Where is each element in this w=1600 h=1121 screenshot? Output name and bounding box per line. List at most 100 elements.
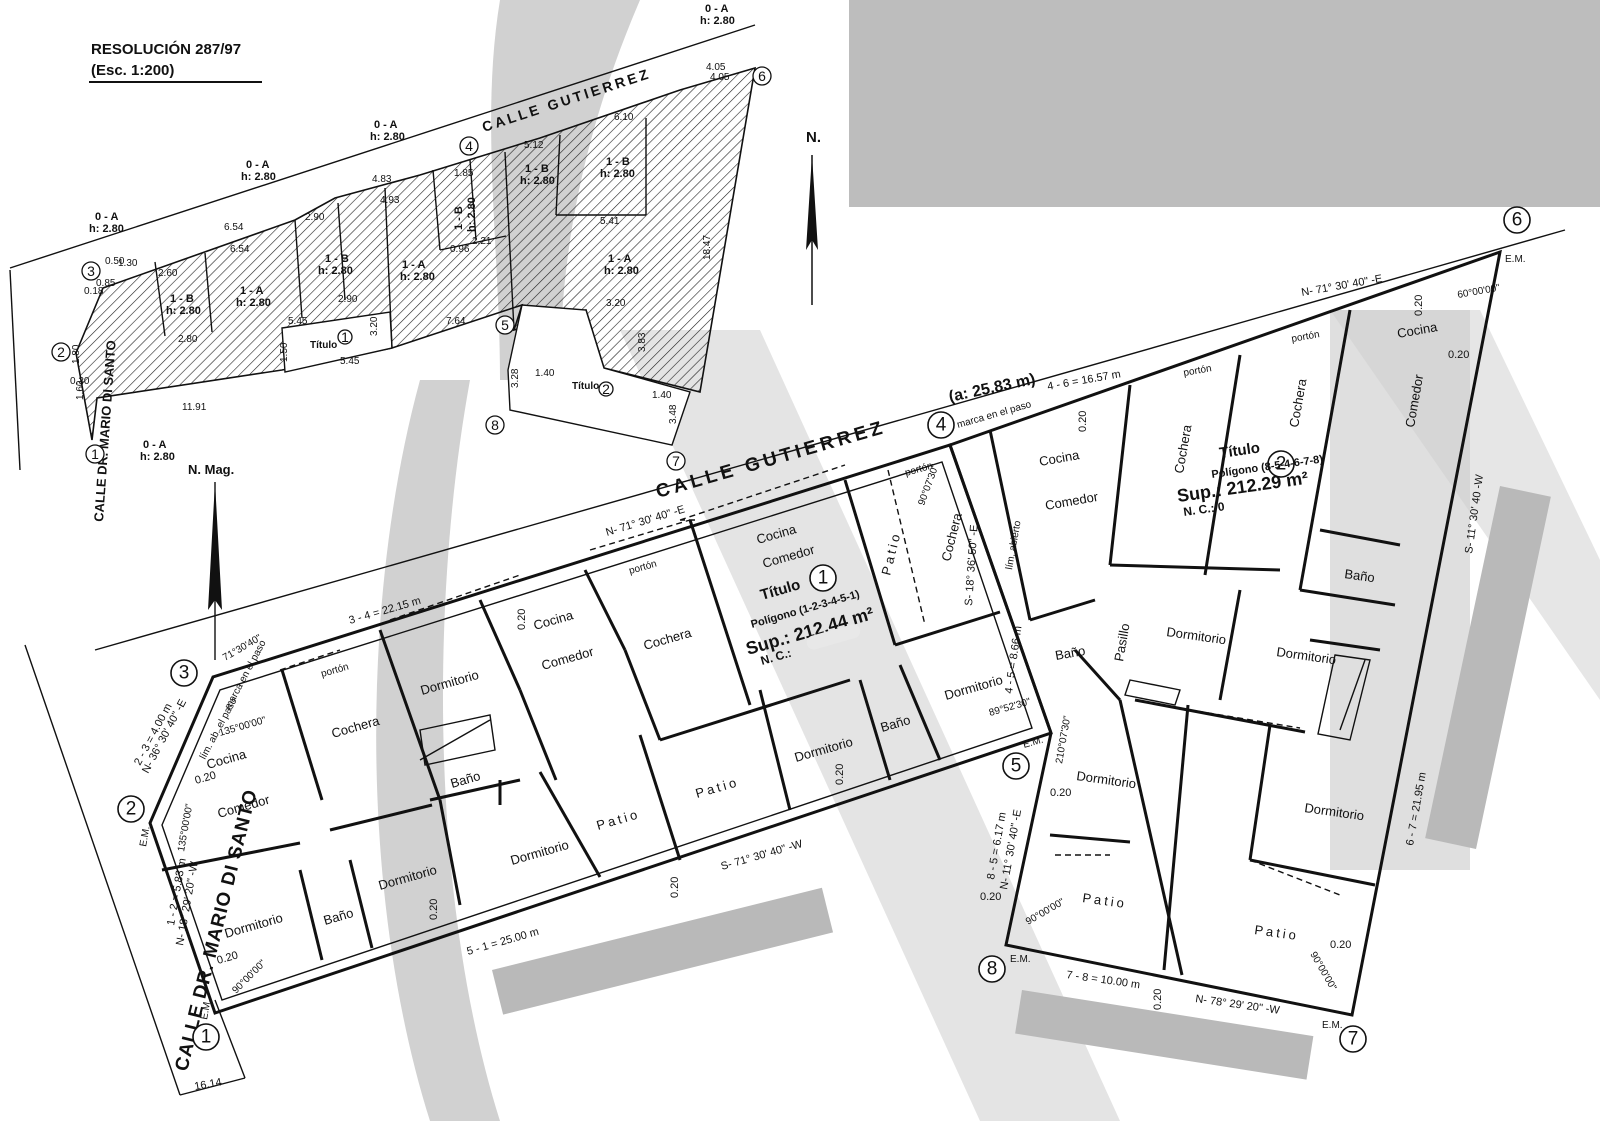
p2-room-patio-a: Patio <box>1082 890 1128 911</box>
svg-text:N. Mag.: N. Mag. <box>188 462 234 477</box>
marker-7: 7 <box>1339 1025 1367 1053</box>
p1-room-dormitorio-f: Dormitorio <box>943 672 1005 703</box>
scale-label: (Esc. 1:200) <box>91 62 174 79</box>
p1-room-patio-b: Patio <box>694 774 741 801</box>
svg-text:0.50: 0.50 <box>105 256 125 267</box>
svg-text:5.41: 5.41 <box>600 216 620 227</box>
p2-room-cocina-2: Cocina <box>1396 319 1439 341</box>
small-plan: CALLE GUTIERREZ CALLE DR. MARIO DI SANTO… <box>9 3 772 522</box>
p1-bearing-s7130: S- 71° 30' 40" -W <box>720 838 805 873</box>
svg-text:5.12: 5.12 <box>524 140 544 151</box>
svg-text:N.: N. <box>806 129 821 146</box>
north-arrow-icon: N. <box>806 129 821 305</box>
p1-dim-45: 4 - 5 = 8.66 m <box>1003 625 1024 694</box>
svg-text:2.80: 2.80 <box>178 334 198 345</box>
svg-text:2: 2 <box>1276 454 1287 475</box>
p2-room-cochera-b: Cochera <box>1286 377 1309 429</box>
redaction-bar-2 <box>1015 990 1314 1080</box>
small-marker-3: 3 <box>81 261 101 281</box>
svg-text:6: 6 <box>1512 210 1523 231</box>
oa-height-4: h: 2.80 <box>700 15 735 27</box>
svg-text:E.M.: E.M. <box>1322 1020 1343 1031</box>
marker-5: 5 <box>1002 752 1030 780</box>
svg-text:18.47: 18.47 <box>702 235 713 260</box>
p2-room-bano: Baño <box>1054 643 1087 663</box>
p1-bearing-n7130: N- 71° 30' 40" -E <box>604 503 686 538</box>
svg-text:1: 1 <box>341 329 349 345</box>
vol-label-2: 1 - A <box>240 285 263 297</box>
vol-label-6: 1 - B <box>525 163 549 175</box>
oa-label-4: 0 - A <box>705 3 728 15</box>
svg-text:1.40: 1.40 <box>535 368 555 379</box>
vol-height-5: h: 2.80 <box>466 197 478 232</box>
redaction-bar-1 <box>492 887 834 1015</box>
oa-height-5: h: 2.80 <box>140 451 175 463</box>
marker-3: 3 <box>170 659 198 687</box>
svg-text:6: 6 <box>758 68 766 84</box>
svg-text:6.10: 6.10 <box>614 112 634 123</box>
redaction-box-top-right <box>849 0 1600 207</box>
street-width: 16.14 <box>193 1076 222 1093</box>
titulo-2-block: Título 2 Polígono (8-5-4-6-7-8) Sup.: 21… <box>1176 439 1324 519</box>
p2-room-patio-b: Patio <box>1254 922 1300 943</box>
svg-text:7.64: 7.64 <box>446 316 466 327</box>
oa-label-2: 0 - A <box>246 159 269 171</box>
small-titulo-1: Título <box>310 340 337 351</box>
svg-text:0.20: 0.20 <box>516 609 528 630</box>
svg-text:90°00'00": 90°00'00" <box>1307 950 1338 993</box>
small-marker-8: 8 <box>485 415 505 435</box>
svg-text:1: 1 <box>91 446 99 462</box>
svg-text:0.20: 0.20 <box>1413 295 1425 316</box>
svg-text:portón: portón <box>320 661 350 679</box>
small-marker-6: 6 <box>752 66 772 86</box>
redaction-bar-3 <box>1425 486 1551 849</box>
svg-text:3: 3 <box>179 663 190 684</box>
small-marker-4: 4 <box>459 136 479 156</box>
svg-text:8: 8 <box>491 417 499 433</box>
small-marker-1: 1 <box>85 444 105 464</box>
svg-text:3.48: 3.48 <box>668 404 679 424</box>
svg-text:5: 5 <box>501 317 509 333</box>
small-titulo-2: Título <box>572 381 599 392</box>
p2-room-dormitorio-c: Dormitorio <box>1276 644 1337 667</box>
p2-dim-78: 7 - 8 = 10.00 m <box>1066 969 1141 991</box>
svg-text:E.M.: E.M. <box>199 998 213 1020</box>
svg-text:0.20: 0.20 <box>1448 349 1469 361</box>
svg-text:0.18: 0.18 <box>84 286 104 297</box>
p1-room-bano-a: Baño <box>322 905 355 928</box>
oa-height-1: h: 2.80 <box>89 223 124 235</box>
svg-text:2: 2 <box>126 799 137 820</box>
vol-label-3: 1 - B <box>325 253 349 265</box>
svg-text:0.20: 0.20 <box>1152 989 1164 1010</box>
small-marker-5: 5 <box>495 315 515 335</box>
svg-text:0.30: 0.30 <box>70 376 90 387</box>
vol-label-1: 1 - B <box>170 293 194 305</box>
vol-height-2: h: 2.80 <box>236 297 271 309</box>
vol-height-4: h: 2.80 <box>400 271 435 283</box>
svg-text:7: 7 <box>1348 1029 1359 1050</box>
svg-text:0.20: 0.20 <box>1330 939 1351 951</box>
svg-text:0.20: 0.20 <box>980 891 1001 903</box>
p1-room-bano-b: Baño <box>449 768 482 791</box>
vol-height-3: h: 2.80 <box>318 265 353 277</box>
svg-text:89°52'30": 89°52'30" <box>988 696 1033 719</box>
svg-text:2.90: 2.90 <box>338 294 358 305</box>
oa-label-3: 0 - A <box>374 119 397 131</box>
svg-text:5.45: 5.45 <box>340 356 360 367</box>
svg-text:Título: Título <box>1218 439 1261 462</box>
vol-label-5: 1 - B <box>453 206 465 230</box>
p1-room-dormitorio-d: Dormitorio <box>509 837 571 868</box>
small-marker-7: 7 <box>666 451 686 471</box>
svg-text:2: 2 <box>57 344 65 360</box>
small-titulo-1-number: 1 <box>337 329 353 345</box>
svg-text:90°00'00": 90°00'00" <box>1024 896 1067 927</box>
p2-room-comedor: Comedor <box>1044 489 1100 513</box>
svg-text:E.M.: E.M. <box>1022 735 1045 751</box>
vol-height-6: h: 2.80 <box>520 175 555 187</box>
svg-text:1.50: 1.50 <box>279 342 290 362</box>
vol-label-7: 1 - B <box>606 156 630 168</box>
svg-text:3.20: 3.20 <box>606 298 626 309</box>
p1-bearing-s1836: S- 18° 36' 50" -E <box>963 524 981 606</box>
marker-8: 8 <box>978 955 1006 983</box>
oa-height-3: h: 2.80 <box>370 131 405 143</box>
